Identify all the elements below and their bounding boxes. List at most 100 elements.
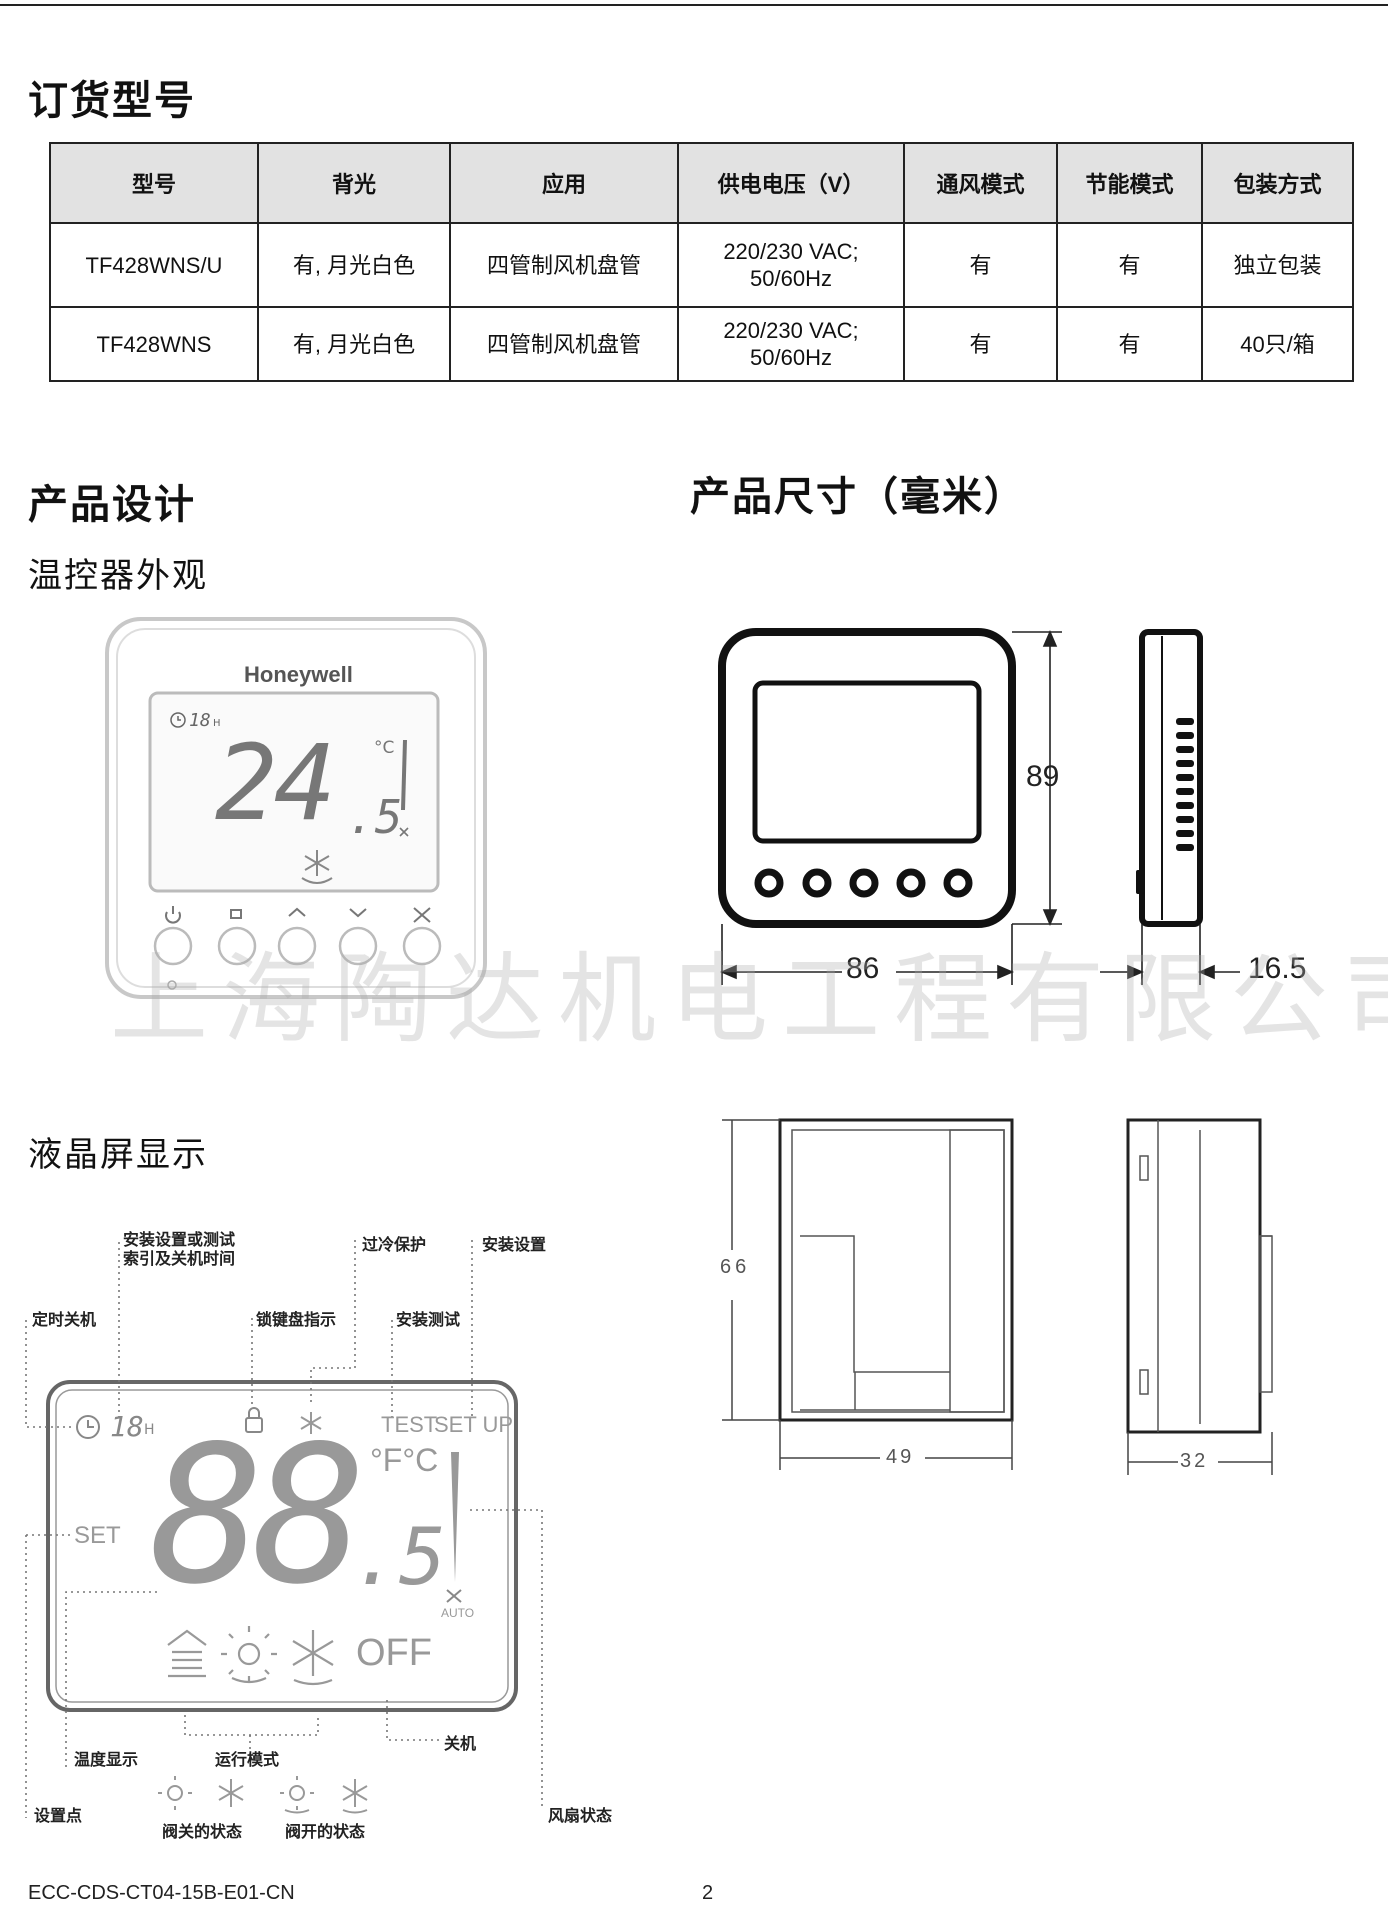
device-temp-unit: °C	[374, 738, 395, 758]
table-cell: 220/230 VAC; 50/60Hz	[677, 306, 905, 382]
lcd-subheading: 液晶屏显示	[28, 1135, 208, 1175]
side-dimension-drawing	[1100, 629, 1240, 985]
footer-doc-code: ECC-CDS-CT04-15B-E01-CN	[28, 1882, 295, 1904]
lock-icon	[245, 1417, 263, 1433]
table-cell: 有, 月光白色	[257, 222, 451, 308]
device-temperature-decimal: .5	[347, 790, 403, 844]
table-cell: 独立包装	[1201, 222, 1354, 308]
table-header: 应用	[449, 142, 679, 224]
device-timer-unit: H	[213, 718, 221, 729]
label-install-setup: 安装设置	[482, 1235, 547, 1254]
down-arrow-icon	[349, 908, 367, 918]
dim-side-depth: 32	[1180, 1450, 1209, 1472]
power-button	[153, 926, 193, 966]
power-icon	[165, 911, 181, 924]
label-install-index: 安装设置或测试 索引及关机时间	[123, 1230, 236, 1268]
dim-width: 86	[846, 952, 880, 985]
table-header: 供电电压（V）	[677, 142, 905, 224]
fan-button	[402, 926, 442, 966]
lcd-set-indicator: SET	[74, 1522, 121, 1549]
table-row: TF428WNS/U 有, 月光白色 四管制风机盘管 220/230 VAC; …	[49, 222, 1354, 308]
dimensions-heading: 产品尺寸（毫米）	[690, 473, 1026, 520]
lcd-diagram	[25, 1240, 543, 1818]
label-overcool: 过冷保护	[362, 1235, 427, 1254]
valve-open-heat-icon	[289, 1785, 305, 1801]
label-power-off: 关机	[444, 1734, 477, 1753]
table-cell: 有, 月光白色	[257, 306, 451, 382]
table-cell: 40只/箱	[1201, 306, 1354, 382]
dim-back-width: 49	[886, 1446, 915, 1468]
clock-icon	[170, 712, 186, 728]
label-timer-off: 定时关机	[32, 1310, 97, 1329]
up-button	[277, 926, 317, 966]
table-header: 节能模式	[1056, 142, 1203, 224]
lcd-temp-unit: °F°C	[370, 1442, 439, 1478]
back-dimension-drawing	[722, 1118, 1014, 1470]
lcd-fan-icon	[446, 1589, 462, 1603]
lcd-clock-icon	[76, 1415, 100, 1439]
label-valve-open: 阀开的状态	[285, 1822, 366, 1841]
table-cell: 有	[1056, 306, 1203, 382]
heat-sun-icon	[237, 1642, 261, 1666]
lcd-off: OFF	[356, 1632, 432, 1674]
label-install-test: 安装测试	[396, 1310, 461, 1329]
table-header: 背光	[257, 142, 451, 224]
fan-speed-wedge	[451, 1452, 459, 1582]
table-cell: 四管制风机盘管	[449, 306, 679, 382]
appearance-subheading: 温控器外观	[28, 556, 208, 596]
valve-closed-heat-icon	[167, 1785, 183, 1801]
device-timer: 18	[189, 710, 211, 731]
table-row: TF428WNS 有, 月光白色 四管制风机盘管 220/230 VAC; 50…	[49, 306, 1354, 382]
overcool-snowflake-icon	[300, 1412, 322, 1434]
table-cell: TF428WNS	[49, 306, 259, 382]
table-header: 包装方式	[1201, 142, 1354, 224]
mode-cycle-icon	[230, 909, 242, 919]
side2-dimension-drawing	[1126, 1118, 1273, 1475]
label-keylock: 锁键盘指示	[256, 1310, 337, 1329]
lcd-timer-unit: H	[144, 1422, 155, 1438]
lcd-decimal: .5	[352, 1513, 446, 1603]
thermostat-front-image	[105, 617, 487, 999]
ordering-heading: 订货型号	[28, 77, 196, 124]
mode-button	[217, 926, 257, 966]
snowflake-icon	[304, 850, 330, 876]
table-cell: 有	[1056, 222, 1203, 308]
table-cell: TF428WNS/U	[49, 222, 259, 308]
order-table: 型号 背光 应用 供电电压（V） 通风模式 节能模式 包装方式 TF428WNS…	[49, 142, 1354, 382]
valve-closed-cool-icon	[218, 1779, 244, 1807]
dim-back-height: 66	[720, 1256, 751, 1278]
lcd-test: TEST	[381, 1412, 438, 1437]
top-rule	[0, 4, 1388, 6]
lcd-setup: SET UP	[434, 1412, 514, 1437]
label-run-mode: 运行模式	[215, 1750, 280, 1769]
ventilation-icon	[167, 1629, 207, 1678]
label-setpoint: 设置点	[34, 1806, 83, 1825]
lcd-auto: AUTO	[441, 1606, 475, 1620]
valve-open-cool-icon	[342, 1779, 368, 1807]
table-cell: 四管制风机盘管	[449, 222, 679, 308]
device-temperature: 24	[215, 722, 336, 844]
brand-logo: Honeywell	[244, 662, 353, 687]
table-header: 型号	[49, 142, 259, 224]
fan-level-bar	[401, 739, 407, 811]
lcd-digits: 88	[150, 1405, 367, 1626]
label-fan-status: 风扇状态	[548, 1806, 613, 1825]
watermark: 上海陶达机电工程有限公司	[110, 943, 1388, 1057]
up-arrow-icon	[288, 907, 306, 917]
design-heading: 产品设计	[28, 481, 196, 528]
dim-depth: 16.5	[1248, 952, 1307, 985]
front-dimension-drawing	[718, 628, 1062, 985]
footer-page-number: 2	[702, 1882, 714, 1904]
fan-icon	[413, 907, 431, 923]
cool-snowflake-icon	[292, 1630, 334, 1676]
label-temp-display: 温度显示	[74, 1750, 139, 1769]
table-cell: 有	[903, 306, 1058, 382]
table-header: 通风模式	[903, 142, 1058, 224]
lcd-timer: 18	[110, 1410, 144, 1443]
down-button	[338, 926, 378, 966]
table-cell: 220/230 VAC; 50/60Hz	[677, 222, 905, 308]
label-valve-closed: 阀关的状态	[162, 1822, 243, 1841]
table-cell: 有	[903, 222, 1058, 308]
table-header-row: 型号 背光 应用 供电电压（V） 通风模式 节能模式 包装方式	[49, 142, 1354, 224]
